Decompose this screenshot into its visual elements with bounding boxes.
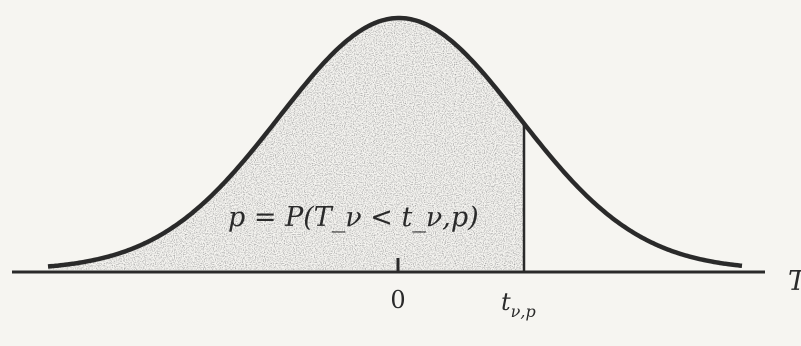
quantile-label-subscript: ν,p [511,302,536,321]
axis-variable-label: T [788,266,801,297]
shaded-probability-region [48,18,524,270]
quantile-label: tν,p [501,288,536,321]
center-tick-label: 0 [390,286,405,314]
region-probability-label: p = P(T_ν < t_ν,p) [228,202,479,233]
quantile-label-main: t [501,288,511,316]
density-curve [47,15,743,269]
